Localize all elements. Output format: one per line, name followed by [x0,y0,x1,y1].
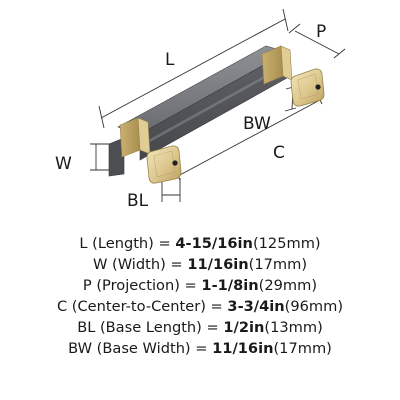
base-width-extension-bottom [284,107,297,112]
spec-metric: (17mm) [273,340,332,357]
spec-base-width: BW (Base Width) = 11/16in(17mm) [0,338,400,359]
spec-value: 4-15/16in [175,235,253,252]
length-label: L [165,50,175,70]
spec-label: P (Projection) = [82,277,202,294]
projection-extension-bottom [333,48,346,59]
projection-label: P [316,22,326,42]
left-screw-icon [172,160,178,166]
spec-value: 11/16in [212,340,274,357]
spec-label: BL (Base Length) = [77,319,224,336]
base-length-label: BL [127,191,149,211]
spec-metric: (29mm) [258,277,318,294]
projection-extension-top [288,23,301,34]
spec-value: 11/16in [187,256,249,273]
spec-label: L (Length) = [79,235,176,252]
center-dimension-line [177,99,321,177]
spec-value: 1-1/8in [201,277,259,294]
bar-highlight [150,67,280,142]
spec-label: BW (Base Width) = [68,340,213,357]
bar-left-end [108,137,125,177]
length-dimension-line [100,18,286,119]
width-label: W [55,154,72,174]
right-post-front [280,45,293,81]
base-width-label: BW [243,114,271,134]
spec-metric: (13mm) [264,319,323,336]
projection-dimension-line [294,30,340,55]
length-extension-left [98,105,105,129]
spec-value: 1/2in [223,319,265,336]
center-label: C [273,143,285,163]
left-base-inset [153,150,176,178]
length-extension-right [282,8,289,32]
spec-label: W (Width) = [92,256,188,273]
spec-width: W (Width) = 11/16in(17mm) [0,254,400,275]
right-screw-icon [315,84,321,90]
spec-base-length: BL (Base Length) = 1/2in(13mm) [0,317,400,338]
spec-metric: (17mm) [248,256,308,273]
left-post-front [137,117,151,155]
cabinet-pull-illustration [108,45,325,184]
right-base-inset [297,73,319,100]
dimension-spec-list: L (Length) = 4-15/16in(125mm) W (Width) … [0,233,400,359]
spec-value: 3-3/4in [227,298,285,315]
spec-projection: P (Projection) = 1-1/8in(29mm) [0,275,400,296]
spec-length: L (Length) = 4-15/16in(125mm) [0,233,400,254]
spec-label: C (Center-to-Center) = [56,298,228,315]
spec-metric: (96mm) [284,298,344,315]
left-post-side [119,117,141,158]
spec-center-to-center: C (Center-to-Center) = 3-3/4in(96mm) [0,296,400,317]
spec-metric: (125mm) [252,235,321,252]
